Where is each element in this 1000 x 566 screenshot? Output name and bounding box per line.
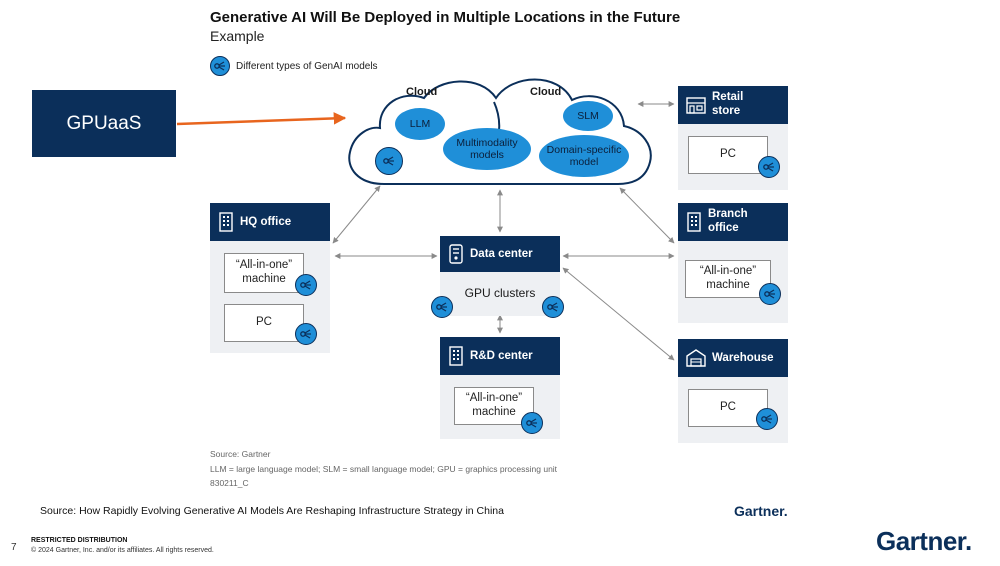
source-note: Source: Gartner bbox=[210, 449, 271, 459]
genai-model-icon bbox=[758, 156, 780, 178]
cloud-left-label: Cloud bbox=[406, 86, 438, 98]
datacenter-label: Data center bbox=[470, 248, 533, 260]
model-slm: SLM bbox=[563, 101, 613, 131]
gpuaas-label: GPUaaS bbox=[66, 112, 142, 134]
genai-model-icon bbox=[295, 323, 317, 345]
building-icon bbox=[687, 212, 701, 232]
model-domain-specific: Domain-specific model bbox=[539, 135, 629, 177]
genai-model-icon bbox=[759, 283, 781, 305]
page-number: 7 bbox=[11, 542, 17, 553]
cloud-right-label: Cloud bbox=[530, 86, 562, 98]
warehouse-label: Warehouse bbox=[712, 352, 774, 364]
model-multimodality: Multimodality models bbox=[443, 128, 531, 170]
hq-label: HQ office bbox=[240, 216, 292, 228]
gpuaas-box: GPUaaS bbox=[32, 90, 176, 157]
connector-cloud-branch bbox=[619, 187, 675, 244]
building-icon bbox=[449, 346, 463, 366]
rd-header: R&D center bbox=[440, 337, 560, 375]
genai-model-icon bbox=[295, 274, 317, 296]
legend: Different types of GenAI models bbox=[210, 56, 378, 76]
footer-source: Source: How Rapidly Evolving Generative … bbox=[40, 505, 504, 517]
gpuaas-arrow bbox=[176, 112, 347, 126]
branch-allinone-box: “All-in-one” machine bbox=[685, 260, 771, 298]
genai-model-icon bbox=[375, 147, 403, 175]
store-icon bbox=[686, 97, 706, 114]
datacenter-header: Data center bbox=[440, 236, 560, 272]
branch-header: Branch office bbox=[678, 203, 788, 241]
warehouse-header: Warehouse bbox=[678, 339, 788, 377]
genai-model-icon bbox=[210, 56, 230, 76]
genai-model-icon bbox=[521, 412, 543, 434]
page-subtitle: Example bbox=[210, 28, 265, 44]
server-icon bbox=[449, 244, 463, 264]
page-title: Generative AI Will Be Deployed in Multip… bbox=[210, 9, 681, 26]
retail-pc-box: PC bbox=[688, 136, 768, 174]
restricted-label: RESTRICTED DISTRIBUTION bbox=[31, 537, 128, 544]
retail-header: Retail store bbox=[678, 86, 788, 124]
hq-allinone-box: “All-in-one” machine bbox=[224, 253, 304, 293]
connector-cloud-hq bbox=[332, 185, 381, 244]
figure-code: 830211_C bbox=[210, 478, 249, 488]
rd-allinone-box: “All-in-one” machine bbox=[454, 387, 534, 425]
abbreviation-note: LLM = large language model; SLM = small … bbox=[210, 464, 558, 474]
warehouse-pc-box: PC bbox=[688, 389, 768, 427]
genai-model-icon bbox=[756, 408, 778, 430]
legend-label: Different types of GenAI models bbox=[236, 60, 378, 72]
building-icon bbox=[219, 212, 233, 232]
branch-label: Branch office bbox=[708, 208, 748, 234]
datacenter-text: GPU clusters bbox=[464, 286, 536, 300]
gartner-logo-small: Gartner. bbox=[734, 503, 788, 519]
rd-label: R&D center bbox=[470, 350, 533, 362]
copyright: © 2024 Gartner, Inc. and/or its affiliat… bbox=[31, 547, 214, 554]
hq-pc-box: PC bbox=[224, 304, 304, 342]
model-llm: LLM bbox=[395, 108, 445, 140]
connector-dc-warehouse bbox=[562, 267, 675, 361]
retail-label: Retail store bbox=[712, 91, 744, 117]
gartner-logo: Gartner. bbox=[876, 526, 972, 556]
warehouse-icon bbox=[686, 349, 706, 367]
hq-header: HQ office bbox=[210, 203, 330, 241]
genai-model-icon bbox=[431, 296, 453, 318]
genai-model-icon bbox=[542, 296, 564, 318]
